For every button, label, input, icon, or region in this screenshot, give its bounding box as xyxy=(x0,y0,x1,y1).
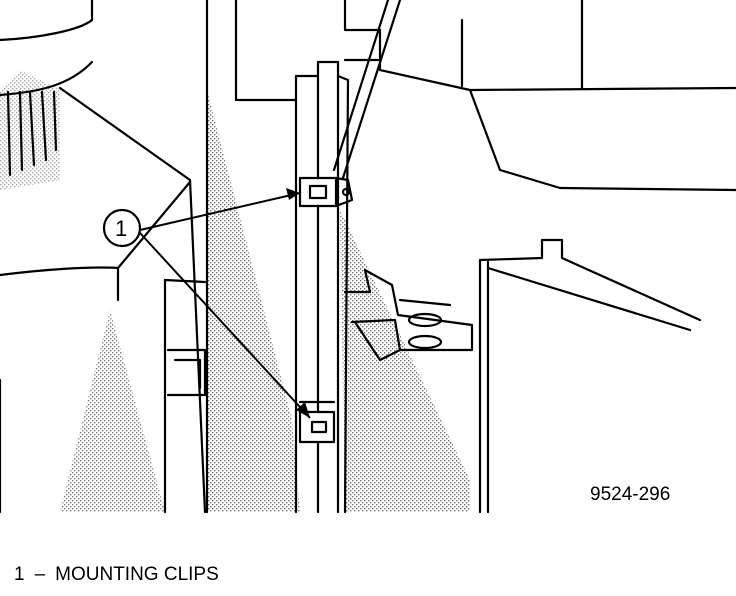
callout-number: 1 xyxy=(115,216,127,241)
legend-text: MOUNTING CLIPS xyxy=(55,564,219,585)
legend-item: 1–MOUNTING CLIPS xyxy=(14,564,219,586)
wire-strap xyxy=(332,0,402,180)
left-trim-panel xyxy=(0,0,207,514)
legend-dash: – xyxy=(34,564,46,585)
shading xyxy=(0,70,470,512)
callout-1: 1 xyxy=(102,188,311,419)
legend-number: 1 xyxy=(14,564,25,585)
right-housing xyxy=(343,0,736,514)
lower-mounting-clip xyxy=(298,400,336,444)
figure-code: 9524-296 xyxy=(590,484,670,505)
hinge-bracket xyxy=(343,268,474,362)
upper-mounting-clip xyxy=(298,176,354,208)
lower-left-bracket xyxy=(163,278,207,514)
